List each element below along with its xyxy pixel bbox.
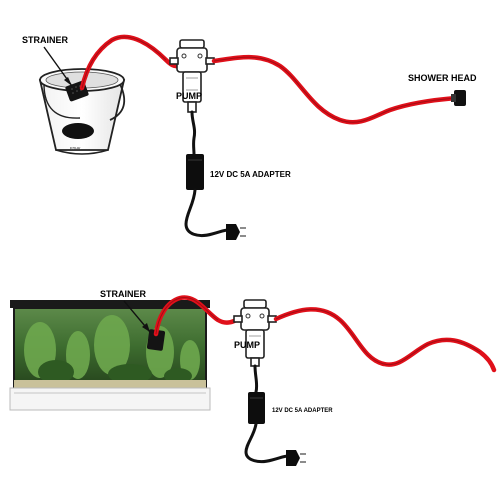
adapter-plug-cord (244, 422, 290, 464)
power-adapter (248, 392, 265, 424)
power-adapter (186, 154, 204, 190)
adapter-label: 12V DC 5A ADAPTER (210, 170, 291, 179)
pump-power-cord (253, 364, 259, 394)
pump-label: PUMP (176, 91, 202, 101)
aquarium (9, 300, 211, 411)
outlet-hose (273, 307, 497, 373)
shower-head-label: SHOWER HEAD (408, 73, 477, 83)
strainer-label: STRAINER (100, 289, 147, 299)
bucket-logo (62, 123, 94, 139)
strainer (146, 329, 166, 351)
adapter-plug-cord (184, 188, 230, 238)
wall-plug (226, 224, 246, 240)
adapter-label: 12V DC 5A ADAPTER (272, 408, 333, 414)
pump-power-cord (190, 110, 197, 156)
wall-plug (286, 450, 306, 466)
pump (233, 299, 277, 367)
outlet-hose (211, 54, 459, 125)
bucket: ᴇᴅʜᴋ (38, 68, 126, 155)
shower-head (451, 90, 466, 106)
svg-text:ᴇᴅʜᴋ: ᴇᴅʜᴋ (70, 146, 81, 152)
setup-aquarium: STRAINER PUMP 12V DC 5A ADAPTER (9, 289, 497, 466)
pump (169, 39, 215, 113)
strainer-label: STRAINER (22, 35, 69, 45)
setup-bucket: ᴇᴅʜᴋ STRAINER PUMP (22, 34, 477, 240)
pump-label: PUMP (234, 340, 260, 350)
